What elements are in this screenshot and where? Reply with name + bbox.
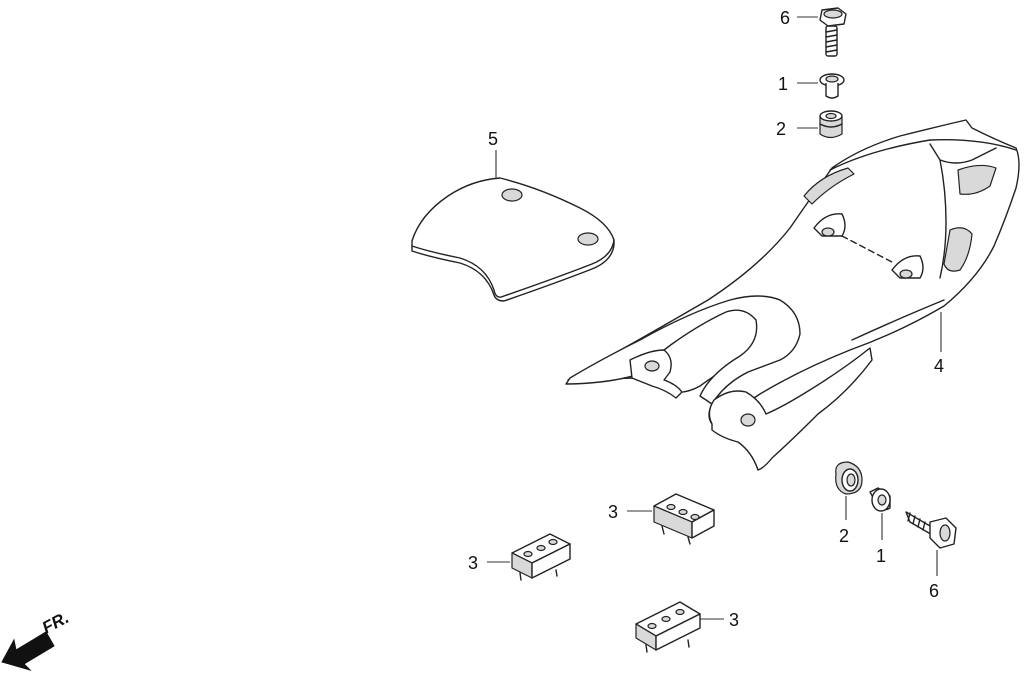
callout-block-c: 3 xyxy=(729,610,739,630)
front-direction-arrow-icon xyxy=(1,631,55,672)
collar-bottom-part xyxy=(869,487,891,512)
bolt-top-part xyxy=(819,7,847,57)
callout-collar-top: 1 xyxy=(778,74,788,94)
rubber-block-b-part xyxy=(511,533,571,581)
bolt-bottom-part xyxy=(905,511,957,549)
grommet-bottom-part xyxy=(835,461,863,495)
callout-bolt-top: 6 xyxy=(780,8,790,28)
rubber-block-a-part xyxy=(653,493,715,545)
callout-cover: 4 xyxy=(934,356,944,376)
callout-grommet-top: 2 xyxy=(776,119,786,139)
callout-block-a: 3 xyxy=(608,502,618,522)
rubber-block-c-part xyxy=(635,601,701,653)
callout-pad: 5 xyxy=(488,129,498,149)
collar-top-part xyxy=(819,73,845,99)
callout-grommet-bottom: 2 xyxy=(839,526,849,546)
rear-cover-part xyxy=(565,119,1020,471)
callout-block-b: 3 xyxy=(468,553,478,573)
callout-collar-bottom: 1 xyxy=(876,546,886,566)
callout-bolt-bottom: 6 xyxy=(929,581,939,601)
pad-part xyxy=(411,177,615,302)
grommet-top-part xyxy=(819,110,843,139)
